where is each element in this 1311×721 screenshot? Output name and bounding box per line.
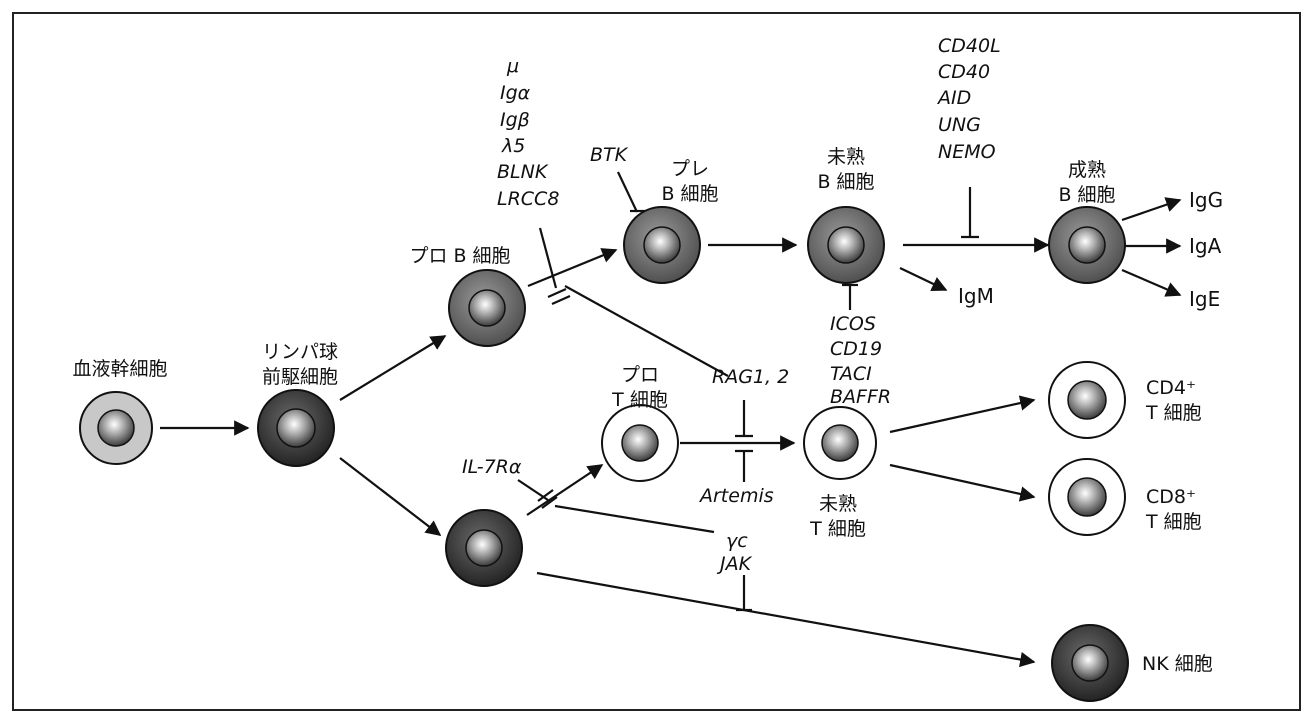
label-immature-b-line1: 未熟 (827, 146, 865, 168)
gene-artemis: Artemis (698, 485, 774, 507)
cell-immature-b (808, 207, 884, 283)
arrow-immb-to-igm (900, 268, 946, 290)
gene-class-switch-4: UNG (938, 114, 981, 136)
block-mark-prob-upper (548, 289, 566, 297)
gene-pre-bcr-6: LRCC8 (497, 188, 559, 210)
label-immature-t-line2: T 細胞 (809, 518, 866, 540)
gene-class-switch-5: NEMO (938, 141, 996, 163)
cell-pro-t (602, 405, 678, 481)
label-mature-b-line2: B 細胞 (1058, 184, 1115, 206)
cell-immature-t (804, 407, 876, 479)
gene-il7r: IL-7Rα (462, 456, 522, 478)
cell-lymph-lower (446, 510, 522, 586)
gene-b-maturation-3: TACI (830, 363, 872, 385)
label-lymph-progenitor-line1: リンパ球 (262, 341, 338, 363)
inhibit-btk-line (618, 172, 637, 212)
label-hsc: 血液幹細胞 (72, 358, 167, 380)
label-immature-t-line1: 未熟 (819, 493, 857, 515)
label-pre-b-line1: プレ (671, 158, 709, 180)
gene-pre-bcr-1: μ (506, 55, 519, 77)
label-pro-b: プロ B 細胞 (409, 245, 510, 267)
label-lymph-progenitor-line2: 前駆細胞 (262, 366, 338, 388)
gene-b-maturation-1: ICOS (830, 313, 876, 335)
inhibit-il7r-line (518, 480, 548, 500)
label-igm: IgM (958, 284, 994, 308)
gene-pre-bcr-2: Igα (500, 82, 531, 104)
arrow-matb-to-igg (1122, 200, 1180, 220)
cell-cd8-t (1049, 459, 1125, 535)
gene-class-switch-1: CD40L (938, 35, 1001, 57)
label-pro-t-line2: T 細胞 (611, 389, 668, 411)
label-cd8-t-line1: CD8⁺ (1146, 486, 1196, 508)
rag-line-to-prob (565, 286, 728, 376)
label-mature-b-line1: 成熟 (1068, 159, 1106, 181)
arrow-immt-to-cd4 (890, 400, 1034, 432)
arrow-lymph-to-prob (340, 336, 445, 400)
gene-b-maturation-2: CD19 (830, 338, 882, 360)
cell-hsc (80, 392, 152, 464)
label-cd8-t-line2: T 細胞 (1145, 511, 1202, 533)
gene-gc: γc (726, 530, 748, 552)
arrow-prob-to-preb (528, 250, 616, 286)
cell-lymph-progenitor (258, 390, 334, 466)
arrow-lymph-to-lower (340, 458, 440, 535)
arrow-lower-to-nk (537, 573, 1034, 662)
label-ige: IgE (1189, 287, 1220, 311)
gene-b-maturation-4: BAFFR (830, 386, 891, 408)
gene-jak: JAK (716, 553, 753, 575)
gene-pre-bcr-3: Igβ (500, 109, 530, 131)
cell-cd4-t (1049, 362, 1125, 438)
arrow-matb-to-ige (1122, 270, 1180, 295)
gene-pre-bcr-4: λ5 (501, 135, 525, 157)
block-mark-prob-lower (552, 296, 570, 304)
gene-rag: RAG1, 2 (712, 366, 789, 388)
label-iga: IgA (1189, 234, 1222, 258)
gene-class-switch-3: AID (936, 87, 971, 109)
label-cd4-t-line1: CD4⁺ (1146, 377, 1196, 399)
gc-line-to-lower (555, 506, 714, 532)
gene-btk: BTK (590, 144, 629, 166)
label-nk: NK 細胞 (1142, 653, 1213, 675)
label-cd4-t-line2: T 細胞 (1145, 402, 1202, 424)
gene-pre-bcr-5: BLNK (497, 161, 549, 183)
label-igg: IgG (1189, 188, 1223, 212)
cell-nk (1052, 625, 1128, 701)
gene-class-switch-2: CD40 (938, 61, 990, 83)
cell-mature-b (1049, 207, 1125, 283)
label-pre-b-line2: B 細胞 (661, 183, 718, 205)
label-immature-b-line2: B 細胞 (817, 171, 874, 193)
label-pro-t-line1: プロ (621, 364, 659, 386)
cell-pre-b (624, 207, 700, 283)
cell-pro-b (449, 270, 525, 346)
arrow-immt-to-cd8 (890, 465, 1034, 497)
